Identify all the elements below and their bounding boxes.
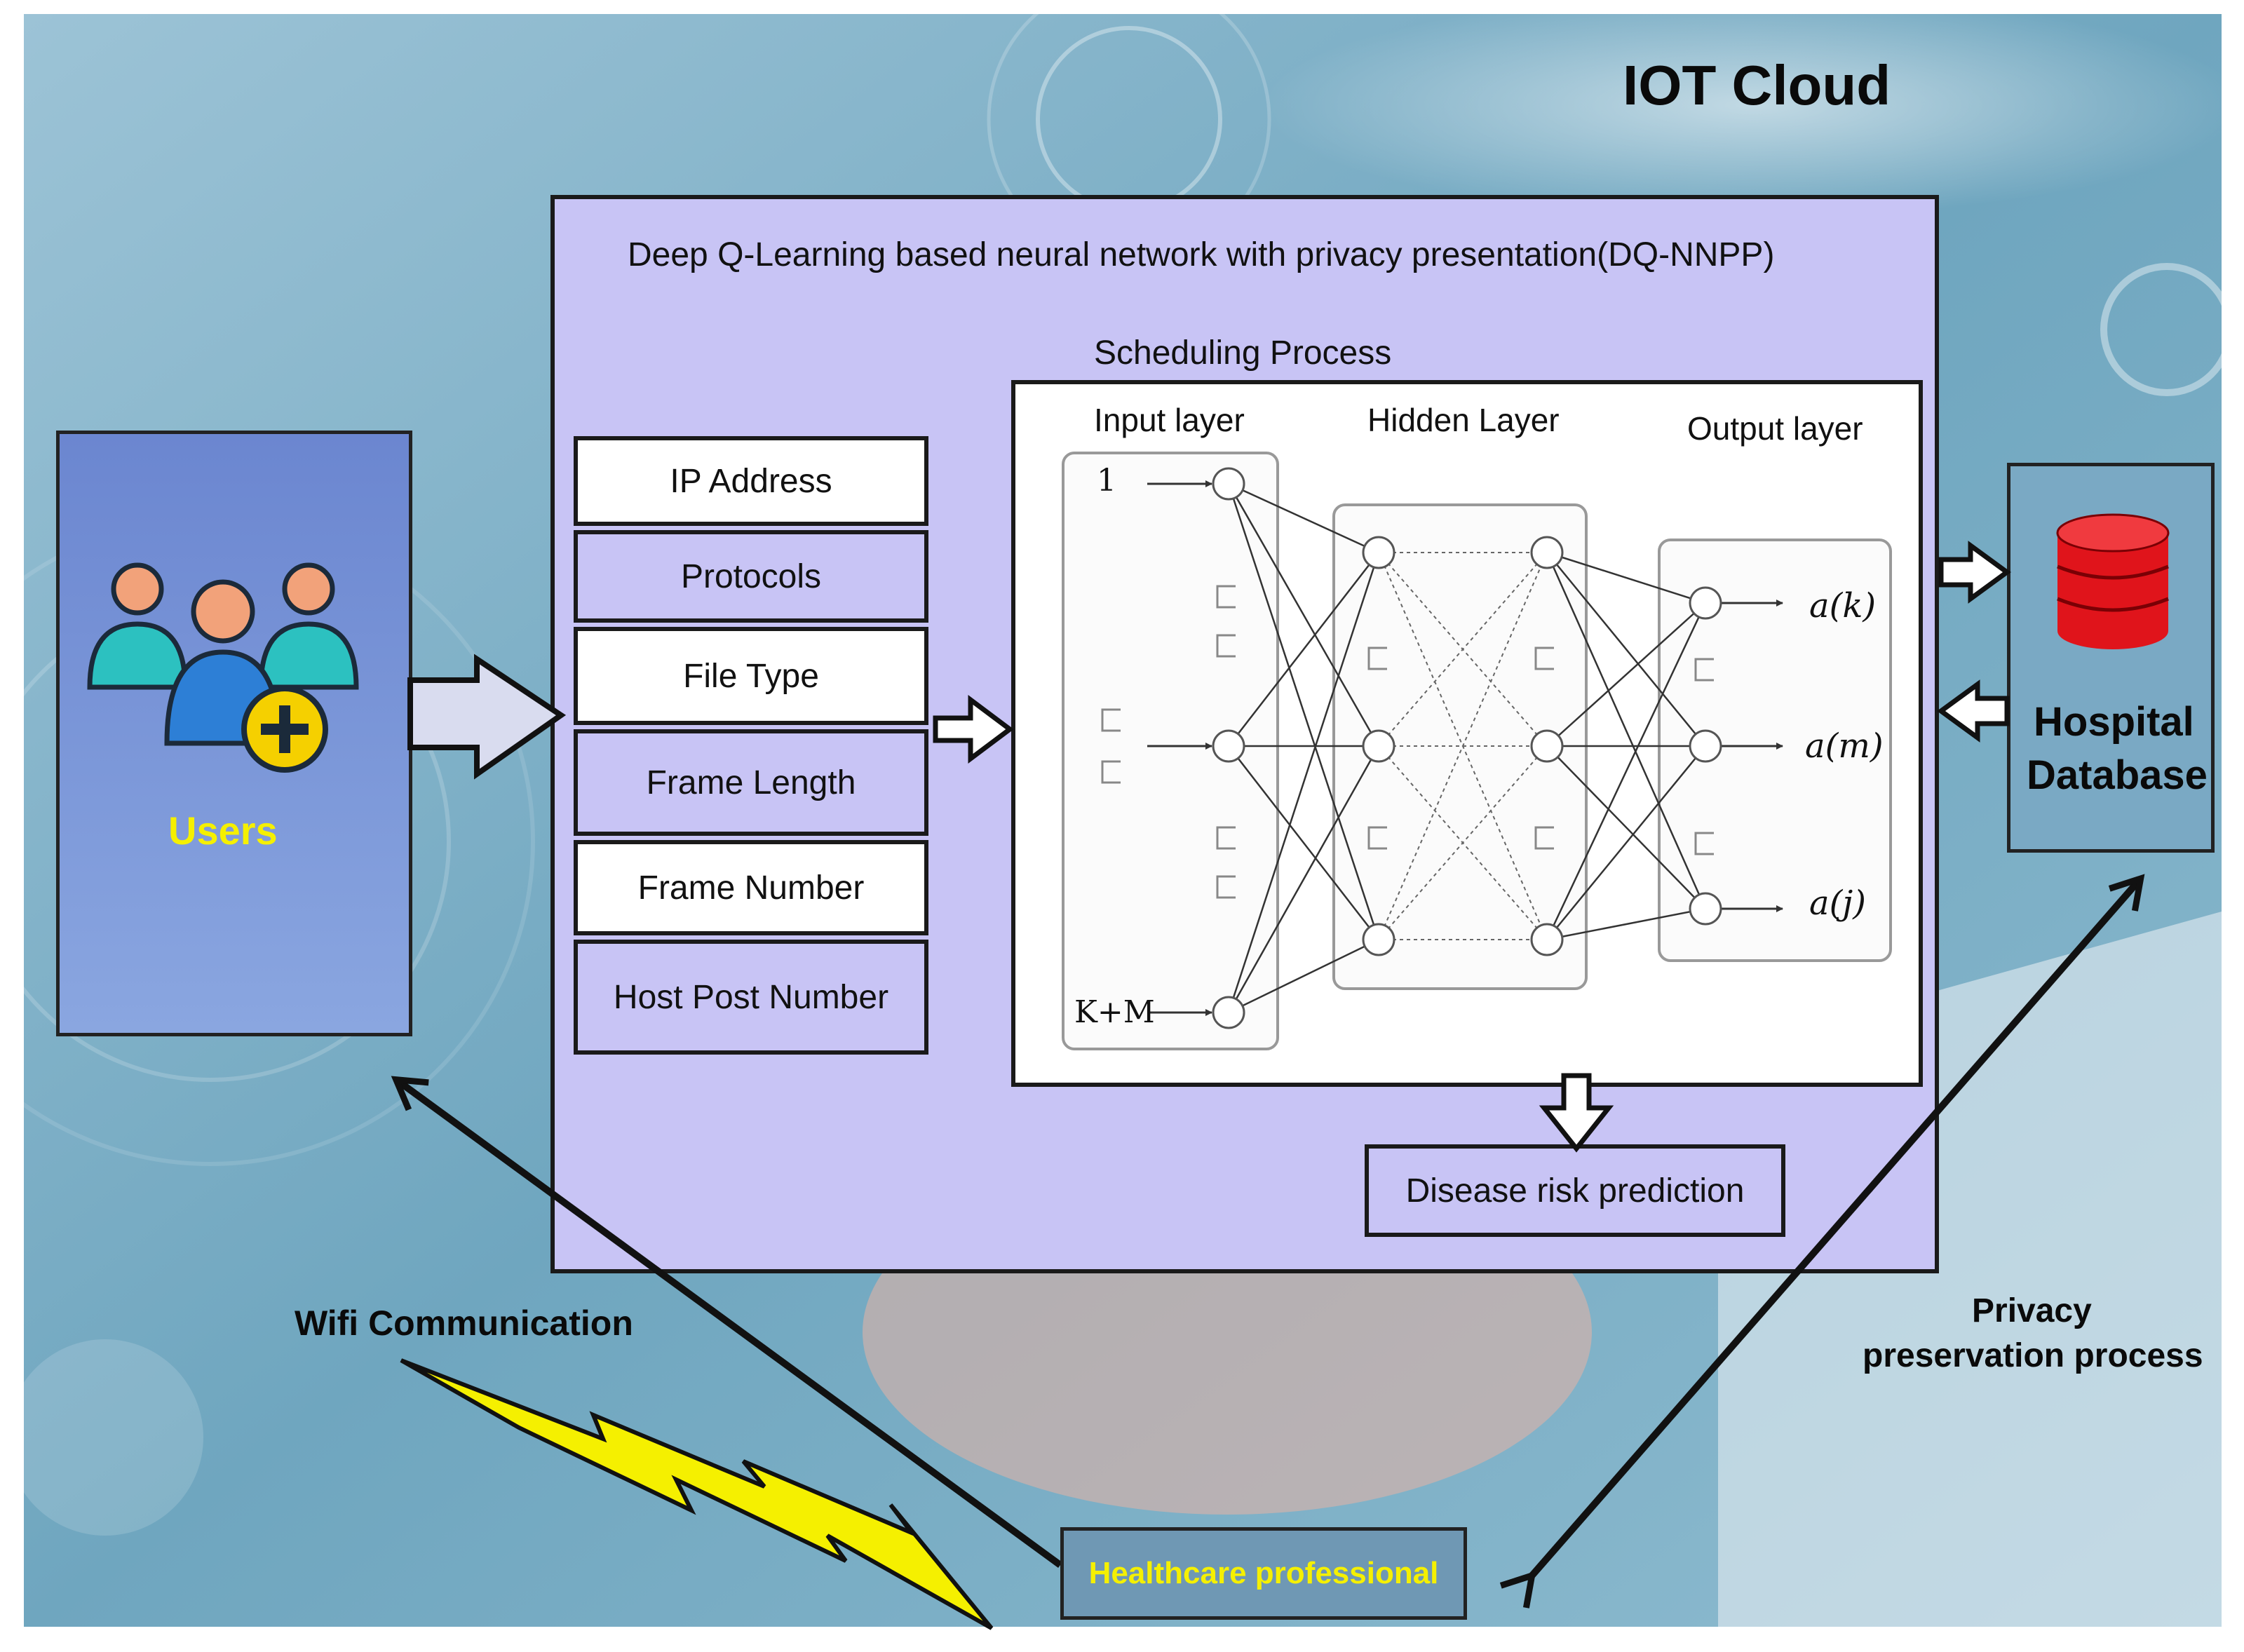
nn-node	[1689, 729, 1722, 763]
nn-node	[1530, 729, 1564, 763]
nn-edge	[1228, 745, 1379, 940]
add-user-icon	[241, 686, 328, 773]
nn-dotted-edge	[1378, 552, 1548, 747]
input-layer-frame	[1062, 452, 1279, 1050]
nn-node	[1362, 536, 1395, 569]
feature-file-type: File Type	[574, 627, 928, 725]
ellipsis-mark	[1534, 826, 1554, 850]
lightning-icon	[400, 1358, 994, 1630]
nn-node	[1689, 586, 1722, 620]
feature-frame-length: Frame Length	[574, 729, 928, 836]
database-label-line2: Database	[2027, 752, 2208, 798]
healthcare-professional-box: Healthcare professional	[1060, 1527, 1467, 1620]
database-icon	[2056, 513, 2170, 649]
privacy-label-line1: Privacy	[1972, 1292, 2092, 1329]
privacy-preservation-line	[1499, 874, 2145, 1609]
nn-edge	[1228, 938, 1379, 1014]
nn-edge	[1227, 552, 1380, 1013]
ellipsis-mark	[1101, 708, 1121, 732]
wifi-communication-label: Wifi Communication	[295, 1304, 633, 1343]
nn-edge	[1227, 483, 1380, 747]
output-label-k: a(k)	[1809, 586, 1877, 625]
feature-protocols: Protocols	[574, 530, 928, 623]
nn-edge	[1546, 551, 1706, 604]
network-to-prediction-arrow	[1539, 1073, 1614, 1153]
privacy-label-line2: preservation process	[1863, 1337, 2203, 1374]
nn-node	[1530, 536, 1564, 569]
nn-edge	[1227, 483, 1380, 940]
nn-edge	[1227, 745, 1380, 1013]
feature-frame-number: Frame Number	[574, 840, 928, 935]
nn-edge	[1546, 552, 1707, 909]
output-layer-label: Output layer	[1687, 410, 1863, 447]
ellipsis-mark	[1216, 585, 1236, 609]
ellipsis-mark	[1216, 826, 1236, 850]
input-first-label: 1	[1097, 463, 1116, 499]
nn-edge	[1228, 482, 1379, 554]
nn-edge	[1546, 602, 1706, 747]
features-to-network-arrow	[933, 695, 1014, 764]
ellipsis-mark	[1694, 658, 1714, 682]
nn-node	[1212, 729, 1245, 763]
input-layer-label: Input layer	[1094, 402, 1245, 438]
framework-title: Deep Q-Learning based neural network wit…	[628, 236, 1775, 273]
hidden-layer-label: Hidden Layer	[1367, 402, 1560, 438]
ellipsis-mark	[1216, 875, 1236, 899]
ellipsis-mark	[1216, 634, 1236, 658]
input-last-label: K+M	[1074, 994, 1155, 1030]
database-to-panel-arrow	[1937, 679, 2010, 743]
feature-ip-address: IP Address	[574, 436, 928, 526]
nn-dotted-edge	[1378, 552, 1548, 940]
panel-to-database-arrow	[1938, 541, 2011, 604]
nn-node	[1362, 923, 1395, 956]
iot-cloud-title: IOT Cloud	[1623, 54, 1891, 116]
scheduling-label: Scheduling Process	[1094, 334, 1392, 372]
nn-node	[1362, 729, 1395, 763]
nn-node	[1212, 467, 1245, 501]
ellipsis-mark	[1367, 646, 1387, 670]
feature-host-post-number: Host Post Number	[574, 940, 928, 1055]
ellipsis-mark	[1101, 760, 1121, 784]
users-to-features-arrow	[407, 654, 567, 780]
healthcare-to-users-line	[391, 1076, 1062, 1569]
users-label: Users	[168, 808, 278, 853]
nn-edge	[1546, 552, 1706, 747]
ellipsis-mark	[1367, 826, 1387, 850]
nn-node	[1212, 996, 1245, 1029]
healthcare-professional-label: Healthcare professional	[1088, 1556, 1439, 1590]
nn-edge	[1228, 552, 1379, 747]
users-group-icon	[87, 562, 359, 773]
nn-dotted-edge	[1378, 745, 1548, 940]
database-label-line1: Hospital	[2034, 699, 2194, 745]
ellipsis-mark	[1694, 832, 1714, 855]
ellipsis-mark	[1534, 646, 1554, 670]
output-label-m: a(m)	[1805, 726, 1884, 766]
